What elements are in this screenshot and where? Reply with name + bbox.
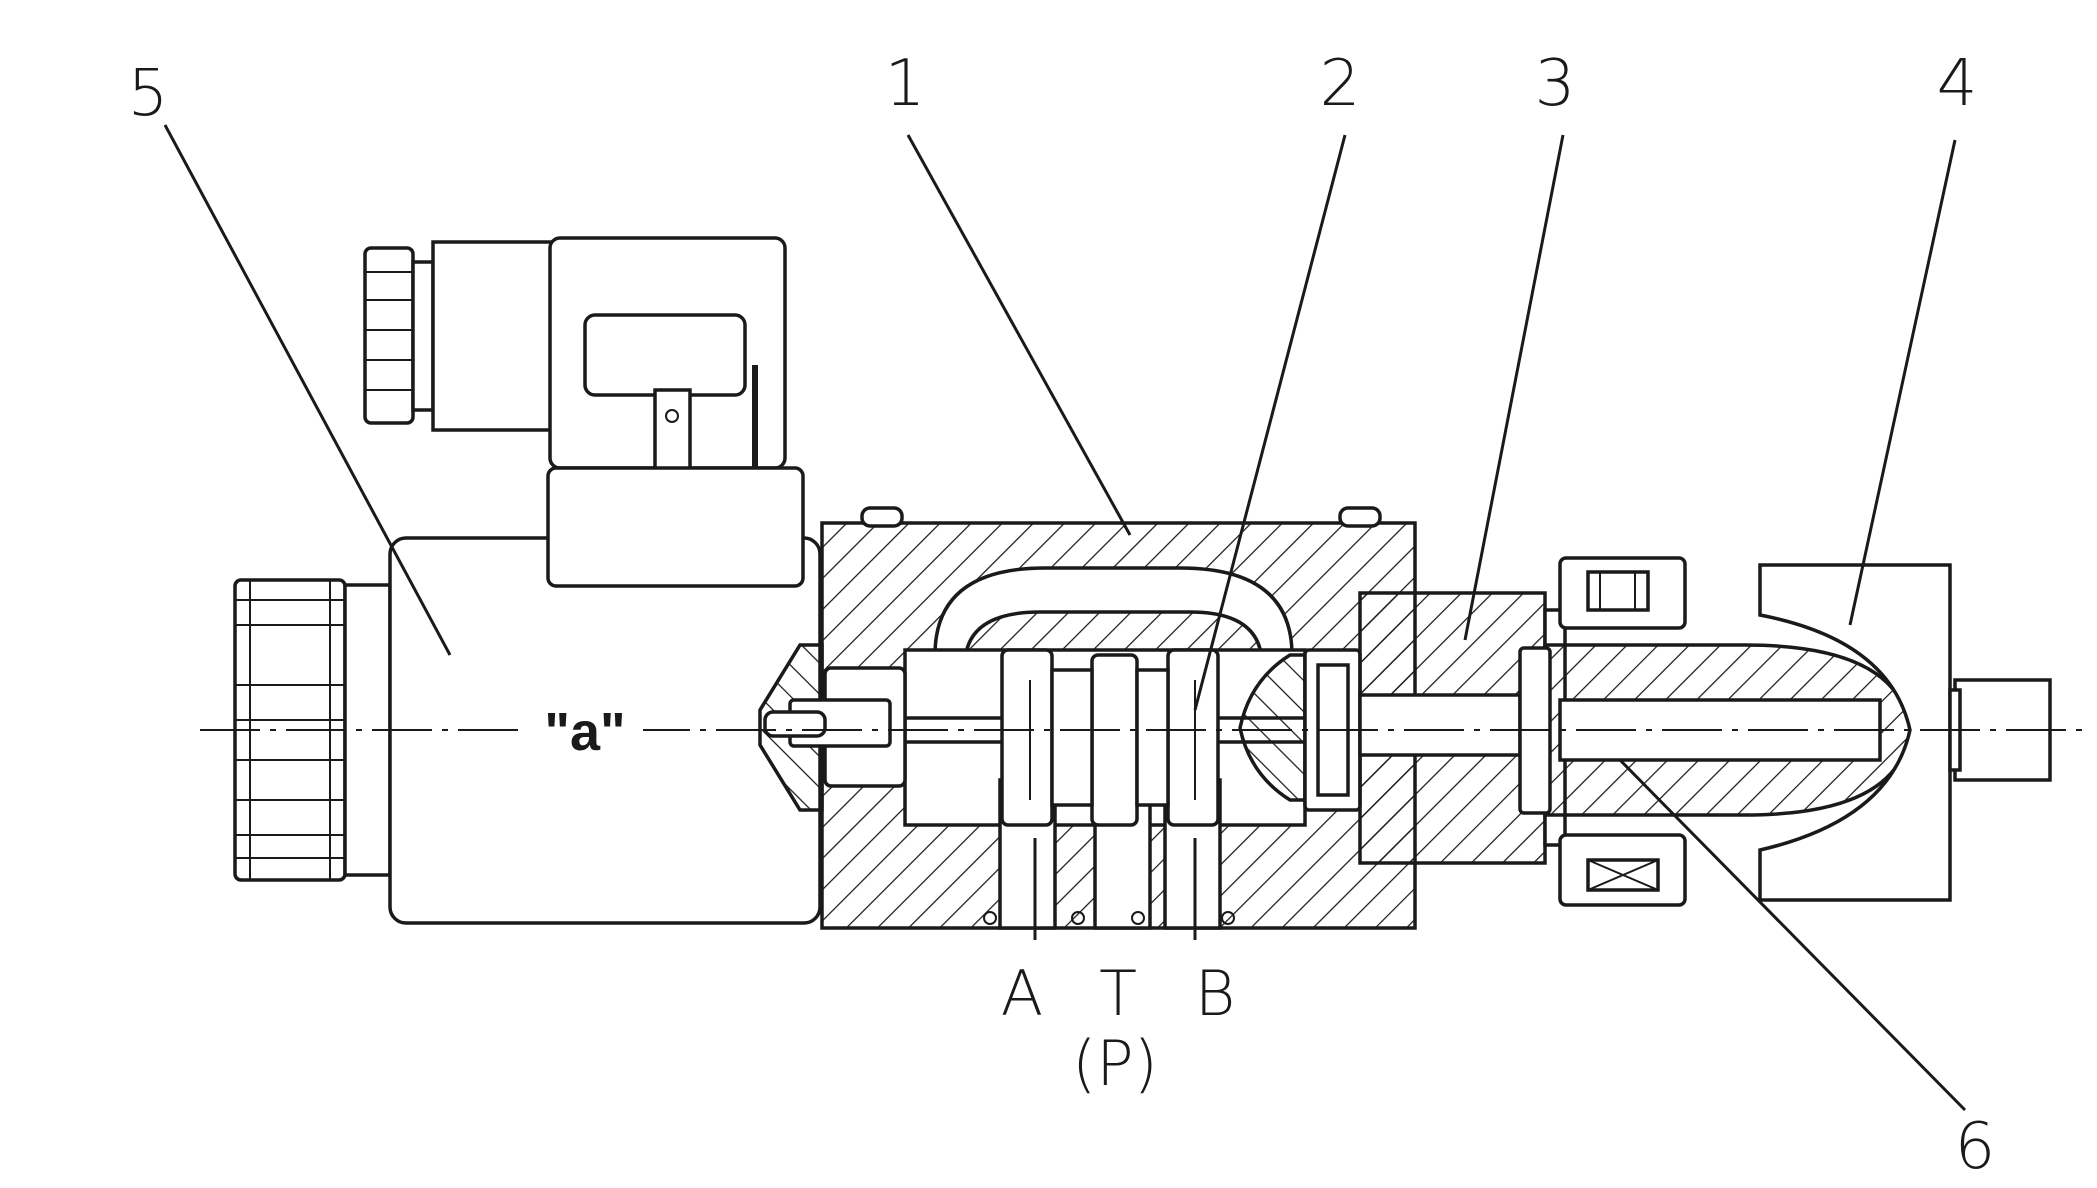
position-sensor bbox=[1518, 556, 2052, 907]
port-label-p: (P) bbox=[1072, 1027, 1158, 1100]
part-label-3: 3 bbox=[1535, 47, 1576, 121]
part-label-4: 4 bbox=[1937, 47, 1978, 121]
part-label-1: 1 bbox=[885, 47, 926, 121]
left-spring-assembly bbox=[763, 666, 907, 788]
part-label-5: 5 bbox=[128, 57, 169, 131]
port-label-a: A bbox=[1001, 957, 1043, 1030]
part-label-6: 6 bbox=[1955, 1110, 1996, 1184]
leader-lines bbox=[163, 124, 1967, 1112]
port-label-b: B bbox=[1195, 957, 1236, 1030]
right-spring-assembly bbox=[1238, 648, 1362, 812]
port-label-t: T bbox=[1099, 957, 1137, 1030]
electrical-connector bbox=[363, 236, 805, 588]
solenoid-a-label: "a" bbox=[544, 702, 625, 762]
adapter-block bbox=[1358, 591, 1547, 865]
part-label-2: 2 bbox=[1320, 47, 1361, 121]
